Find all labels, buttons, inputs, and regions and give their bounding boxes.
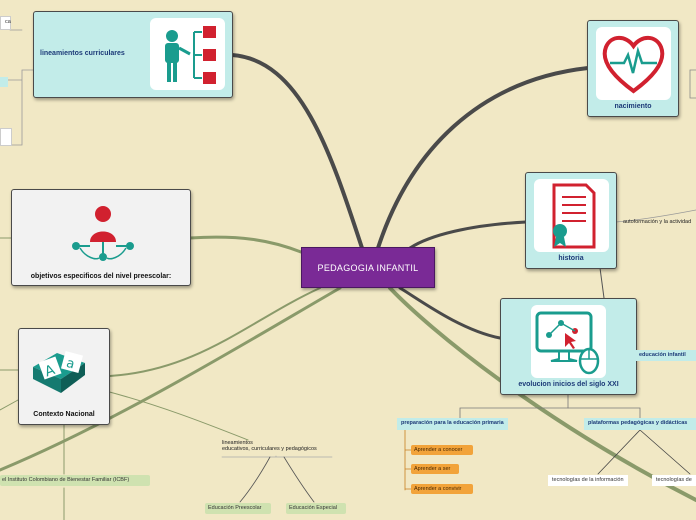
subtopic-left-low[interactable] [0,128,12,146]
node-nacimiento-label: nacimiento [614,103,652,110]
abc-book-icon: A a [27,339,102,403]
branch-bottom-right [388,286,696,502]
leaf-edu-especial[interactable]: Educación Especial [286,503,346,514]
node-objetivos[interactable]: objetivos especificos del nivel preescol… [11,189,191,286]
central-title: PEDAGOGIA INFANTIL [317,262,419,273]
leaf-aprender-ser[interactable]: Aprender a ser [411,464,459,474]
person-board-icon [150,18,225,90]
subtopic-preparacion[interactable]: preparación para la educación primaria [397,418,508,430]
subtopic-plataformas[interactable]: plataformas pedagógicas y didácticas [584,418,696,430]
node-objetivos-label: objetivos especificos del nivel preescol… [30,273,172,280]
leaf-aprender-convivir[interactable]: Aprender a convivir [411,484,473,494]
subtopic-lineamientos-educativos[interactable]: lineamientos educativos, curriculares y … [222,440,337,452]
branch-historia [408,220,528,250]
lineamientos-line1: lineamientos [222,440,253,446]
subtopic-autoformacion[interactable]: autoformación y la actividad [623,219,692,225]
branch-lineamientos [230,53,364,250]
node-lineamientos[interactable]: lineamientos curriculares [33,11,233,98]
branch-bottom-left [0,286,342,472]
leaf-aprender-conocer[interactable]: Aprender a conocer [411,445,473,455]
branch-contexto [109,287,321,377]
node-lineamientos-label: lineamientos curriculares [40,50,125,57]
leaf-edu-preescolar[interactable]: Educación Preescolar [205,503,271,514]
branch-evolucion [398,286,502,340]
svg-text:a: a [65,356,77,373]
node-nacimiento[interactable]: nacimiento [587,20,679,117]
node-contexto[interactable]: A a Contexto Nacional [18,328,110,425]
heart-pulse-icon [596,27,671,100]
network-person-icon [68,202,138,264]
leaf-tecnologias-de[interactable]: tecnologías de [652,475,696,486]
subtopic-educacion-infantil[interactable]: educación infantil [636,350,696,361]
node-historia-label: historia [558,255,584,262]
subtopic-left-mid[interactable] [0,77,8,87]
central-node[interactable]: PEDAGOGIA INFANTIL [301,247,435,288]
subtopic-icbf[interactable]: el Instituto Colombiano de Bienestar Fam… [0,475,150,486]
node-contexto-label: Contexto Nacional [33,411,95,418]
subtopic-left-top[interactable]: ca [0,16,11,30]
leaf-tecnologias-info[interactable]: tecnologías de la información [548,475,628,486]
lineamientos-line2: educativos, curriculares y pedagógicos [222,446,317,452]
node-evolucion[interactable]: evolucion inicios del siglo XXI [500,298,637,395]
branch-objetivos [188,235,303,254]
node-historia[interactable]: historia [525,172,617,269]
certificate-icon [534,179,609,252]
monitor-network-icon [531,305,606,378]
node-evolucion-label: evolucion inicios del siglo XXI [518,381,619,388]
branch-nacimiento [376,66,590,250]
